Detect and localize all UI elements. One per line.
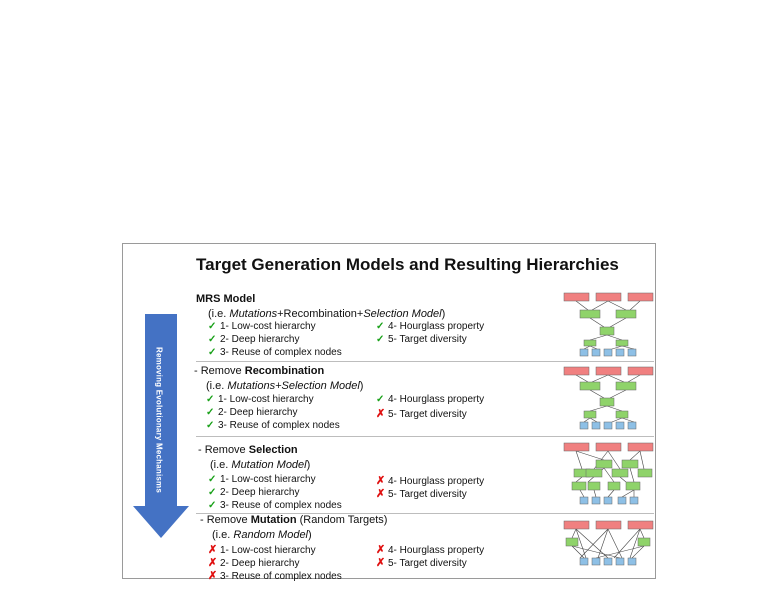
cross-icon: ✗ bbox=[208, 570, 218, 582]
check-icon: ✓ bbox=[206, 407, 215, 418]
arrow-label: Removing Evolutionary Mechanisms bbox=[154, 347, 164, 493]
section-subtitle: (i.e. Mutations+Recombination+Selection … bbox=[208, 308, 446, 320]
check-icon: ✓ bbox=[376, 334, 385, 345]
section-heading: - Remove Mutation (Random Targets) bbox=[200, 514, 388, 526]
check-icon: ✓ bbox=[208, 500, 217, 511]
check-icon: ✓ bbox=[208, 474, 217, 485]
hierarchy-thumbnail-ms bbox=[563, 366, 654, 430]
criterion: ✓2- Deep hierarchy bbox=[208, 334, 300, 345]
check-icon: ✓ bbox=[376, 394, 385, 405]
section-divider bbox=[196, 513, 654, 514]
criterion: ✓4- Hourglass property bbox=[376, 394, 485, 405]
section-divider bbox=[196, 361, 654, 362]
check-icon: ✓ bbox=[206, 394, 215, 405]
cross-icon: ✗ bbox=[376, 544, 386, 556]
criterion: ✓2- Deep hierarchy bbox=[208, 487, 300, 498]
criterion: ✗3- Reuse of complex nodes bbox=[208, 570, 342, 582]
check-icon: ✓ bbox=[208, 334, 217, 345]
section-mrs-model: MRS Model bbox=[196, 293, 255, 305]
criterion: ✓2- Deep hierarchy bbox=[206, 407, 298, 418]
cross-icon: ✗ bbox=[208, 544, 218, 556]
check-icon: ✓ bbox=[206, 420, 215, 431]
hierarchy-thumbnail-mrs bbox=[563, 292, 654, 357]
section-remove-mutation: - Remove Mutation (Random Targets) bbox=[200, 514, 387, 526]
criterion: ✗4- Hourglass property bbox=[376, 544, 485, 556]
section-subtitle: (i.e. Random Model) bbox=[212, 529, 312, 541]
hierarchy-thumbnail-m bbox=[563, 442, 654, 505]
check-icon: ✓ bbox=[376, 321, 385, 332]
section-remove-selection: - Remove Selection bbox=[198, 444, 298, 456]
criterion: ✓1- Low-cost hierarchy bbox=[208, 474, 316, 485]
section-divider bbox=[196, 436, 654, 437]
cross-icon: ✗ bbox=[376, 475, 386, 487]
check-icon: ✓ bbox=[208, 347, 217, 358]
criterion: ✗5- Target diversity bbox=[376, 408, 467, 420]
criterion: ✗2- Deep hierarchy bbox=[208, 557, 300, 569]
cross-icon: ✗ bbox=[376, 408, 386, 420]
criterion: ✗1- Low-cost hierarchy bbox=[208, 544, 316, 556]
criterion: ✓3- Reuse of complex nodes bbox=[208, 500, 342, 511]
criterion: ✓1- Low-cost hierarchy bbox=[206, 394, 314, 405]
figure-title: Target Generation Models and Resulting H… bbox=[196, 255, 619, 274]
check-icon: ✓ bbox=[208, 321, 217, 332]
criterion: ✗4- Hourglass property bbox=[376, 475, 485, 487]
hierarchy-thumbnail-random bbox=[563, 520, 654, 566]
section-subtitle: (i.e. Mutation Model) bbox=[210, 459, 311, 471]
criterion: ✓4- Hourglass property bbox=[376, 321, 485, 332]
criterion: ✓3- Reuse of complex nodes bbox=[208, 347, 342, 358]
section-heading: - Remove Selection bbox=[198, 444, 298, 456]
criterion: ✓1- Low-cost hierarchy bbox=[208, 321, 316, 332]
cross-icon: ✗ bbox=[376, 557, 386, 569]
down-arrow-icon bbox=[133, 314, 189, 538]
check-icon: ✓ bbox=[208, 487, 217, 498]
section-remove-recombination: - Remove Recombination bbox=[194, 365, 324, 377]
criterion: ✗5- Target diversity bbox=[376, 488, 467, 500]
cross-icon: ✗ bbox=[208, 557, 218, 569]
cross-icon: ✗ bbox=[376, 488, 386, 500]
section-heading: MRS Model bbox=[196, 293, 256, 305]
section-heading: - Remove Recombination bbox=[194, 365, 325, 377]
criterion: ✓3- Reuse of complex nodes bbox=[206, 420, 340, 431]
criterion: ✓5- Target diversity bbox=[376, 334, 467, 345]
criterion: ✗5- Target diversity bbox=[376, 557, 467, 569]
section-subtitle: (i.e. Mutations+Selection Model) bbox=[206, 380, 364, 392]
